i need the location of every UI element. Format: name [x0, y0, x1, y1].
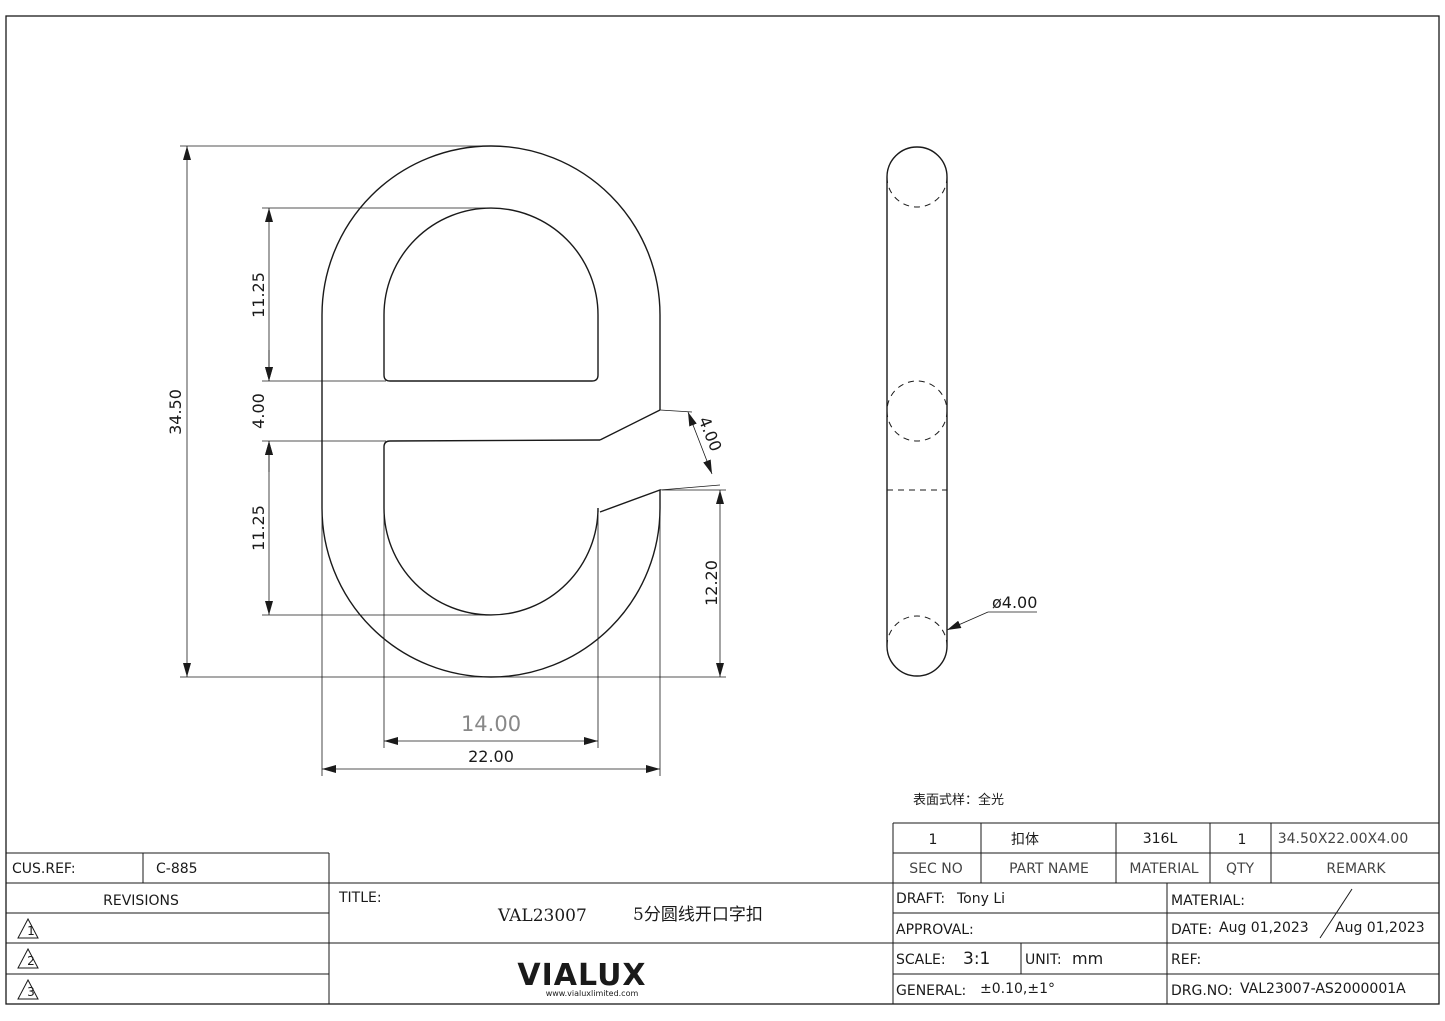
revision-2: 2: [27, 954, 35, 968]
dim-inner-width: 14.00: [461, 712, 521, 736]
company-url: www.vialuxlimited.com: [546, 989, 639, 998]
general-label: GENERAL:: [896, 983, 966, 999]
drg-label: DRG.NO:: [1171, 983, 1233, 999]
title-name: 5分圆线开口字扣: [633, 905, 763, 925]
sheet-border: [5, 15, 1440, 1005]
header-sec-no: SEC NO: [909, 861, 962, 877]
header-remark: REMARK: [1326, 861, 1386, 877]
header-material: MATERIAL: [1129, 861, 1198, 877]
buckle-gap-upper-edge: [599, 409, 661, 441]
title-label: TITLE:: [338, 890, 382, 906]
surface-note: 表面式样：全光: [913, 792, 1004, 808]
part-qty: 1: [1238, 832, 1247, 848]
title-block-grid: [6, 852, 1439, 1004]
scale-label: SCALE:: [896, 952, 946, 968]
header-part-name: PART NAME: [1009, 861, 1089, 877]
draft-label: DRAFT:: [896, 891, 945, 907]
front-view: [321, 145, 661, 678]
revision-1: 1: [27, 924, 35, 938]
general-value: ±0.10,±1°: [980, 981, 1055, 997]
buckle-outer-contour: [321, 145, 661, 678]
company-logo: VIALUX: [517, 958, 646, 993]
lower-opening: [383, 439, 601, 616]
date-label: DATE:: [1171, 922, 1212, 938]
approval-label: APPROVAL:: [896, 922, 974, 938]
revision-marks: [17, 917, 39, 1000]
unit-label: UNIT:: [1025, 952, 1062, 968]
revision-3: 3: [27, 985, 35, 999]
title-code: VAL23007: [497, 906, 587, 926]
scale-value: 3:1: [963, 949, 990, 969]
header-qty: QTY: [1226, 861, 1255, 877]
dim-wire-diameter: ø4.00: [992, 593, 1037, 612]
dim-overall-height: 34.50: [166, 389, 185, 435]
part-name: 扣体: [1011, 832, 1039, 848]
dim-gap: 4.00: [695, 414, 726, 454]
cus-ref-value: C-885: [156, 861, 198, 877]
revisions-label: REVISIONS: [103, 893, 179, 909]
unit-value: mm: [1072, 949, 1103, 968]
material-label: MATERIAL:: [1171, 893, 1245, 909]
side-dimension: [946, 611, 1037, 631]
cus-ref-label: CUS.REF:: [12, 861, 76, 877]
side-view: [886, 146, 948, 677]
date-value-2: Aug 01,2023: [1335, 920, 1425, 936]
dim-lower-height: 12.20: [702, 560, 721, 606]
dim-upper-opening: 11.25: [249, 272, 268, 318]
parts-table-text: 1 扣体 316L 1 34.50X22.00X4.00 SEC NO PART…: [909, 831, 1408, 877]
revision-numbers: 1 2 3: [27, 924, 35, 999]
upper-opening: [383, 207, 599, 382]
front-dimensions: [180, 145, 726, 776]
draft-value: Tony Li: [956, 891, 1005, 907]
dim-bar: 4.00: [249, 393, 268, 429]
part-sec-no: 1: [929, 832, 938, 848]
front-dimension-labels: 34.50 11.25 4.00 11.25 12.20 4.00 14.00 …: [166, 272, 726, 766]
title-block-text: CUS.REF: C-885 REVISIONS TITLE: VAL23007…: [12, 861, 1425, 999]
date-value-1: Aug 01,2023: [1219, 920, 1309, 936]
part-material: 316L: [1143, 831, 1178, 847]
dim-lower-opening: 11.25: [249, 505, 268, 551]
side-outline: [886, 146, 948, 677]
ref-label: REF:: [1171, 952, 1201, 968]
part-remark: 34.50X22.00X4.00: [1278, 831, 1409, 847]
drg-value: VAL23007-AS2000001A: [1240, 981, 1406, 997]
dim-outer-width: 22.00: [468, 747, 514, 766]
